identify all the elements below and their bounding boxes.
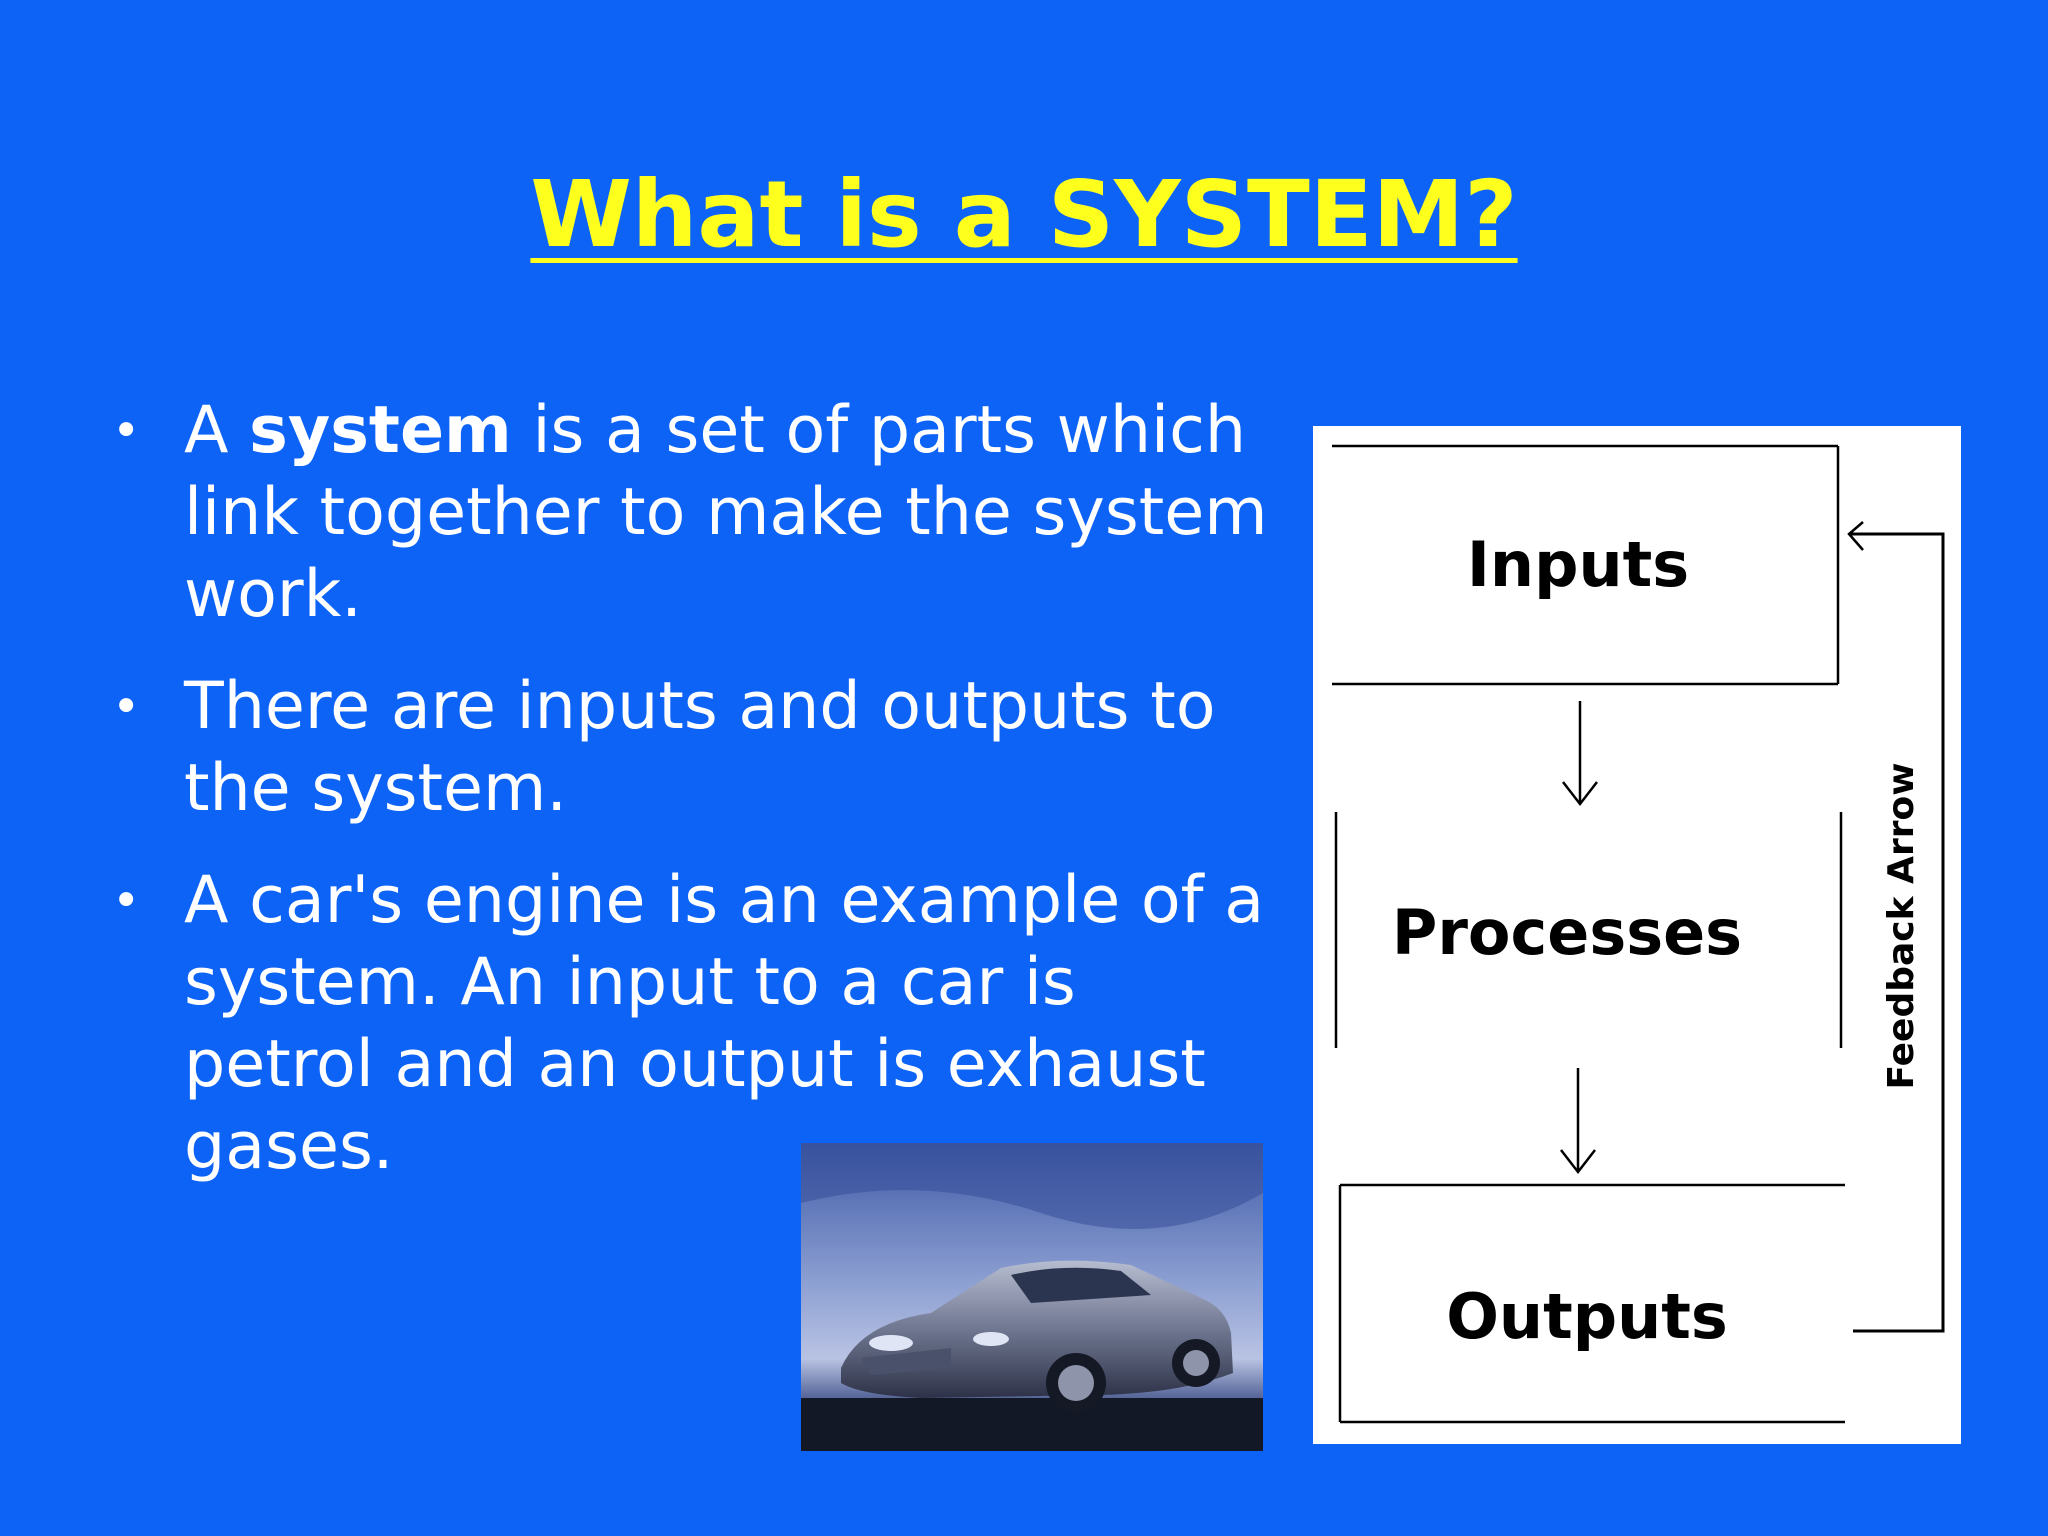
bullet-dot-icon: • (112, 873, 141, 929)
feedback-arrow-label: Feedback Arrow (1881, 763, 1922, 1090)
bullet-item: • A system is a set of parts which link … (100, 390, 1270, 636)
feedback-arrow-icon (1847, 521, 1945, 1333)
bullet-text: There are inputs and outputs to the syst… (184, 669, 1216, 826)
system-diagram: Inputs Processes Outputs Feedback Arrow (1313, 426, 1961, 1444)
bullet-text-post: is a set of parts which link together to… (184, 393, 1268, 632)
bullet-dot-icon: • (112, 403, 141, 459)
bullet-list: • A system is a set of parts which link … (100, 390, 1270, 1218)
arrow-down-icon (1562, 701, 1598, 807)
bullet-text: A car's engine is an example of a system… (184, 863, 1265, 1184)
bullet-dot-icon: • (112, 679, 141, 735)
inputs-label: Inputs (1467, 528, 1689, 601)
bullet-text-pre: A (184, 393, 250, 468)
outputs-label: Outputs (1446, 1280, 1728, 1353)
slide-title: What is a SYSTEM? (0, 160, 2048, 270)
car-photo (801, 1143, 1263, 1451)
inputs-box (1332, 444, 1840, 686)
slide-title-text: What is a SYSTEM? (530, 161, 1518, 268)
processes-box (1334, 812, 1843, 1048)
bullet-item: • There are inputs and outputs to the sy… (100, 666, 1270, 830)
processes-label: Processes (1392, 896, 1742, 969)
bullet-text-bold: system (249, 393, 512, 468)
bullet-item: • A car's engine is an example of a syst… (100, 860, 1270, 1188)
arrow-down-icon (1560, 1068, 1596, 1175)
outputs-box (1338, 1183, 1845, 1424)
